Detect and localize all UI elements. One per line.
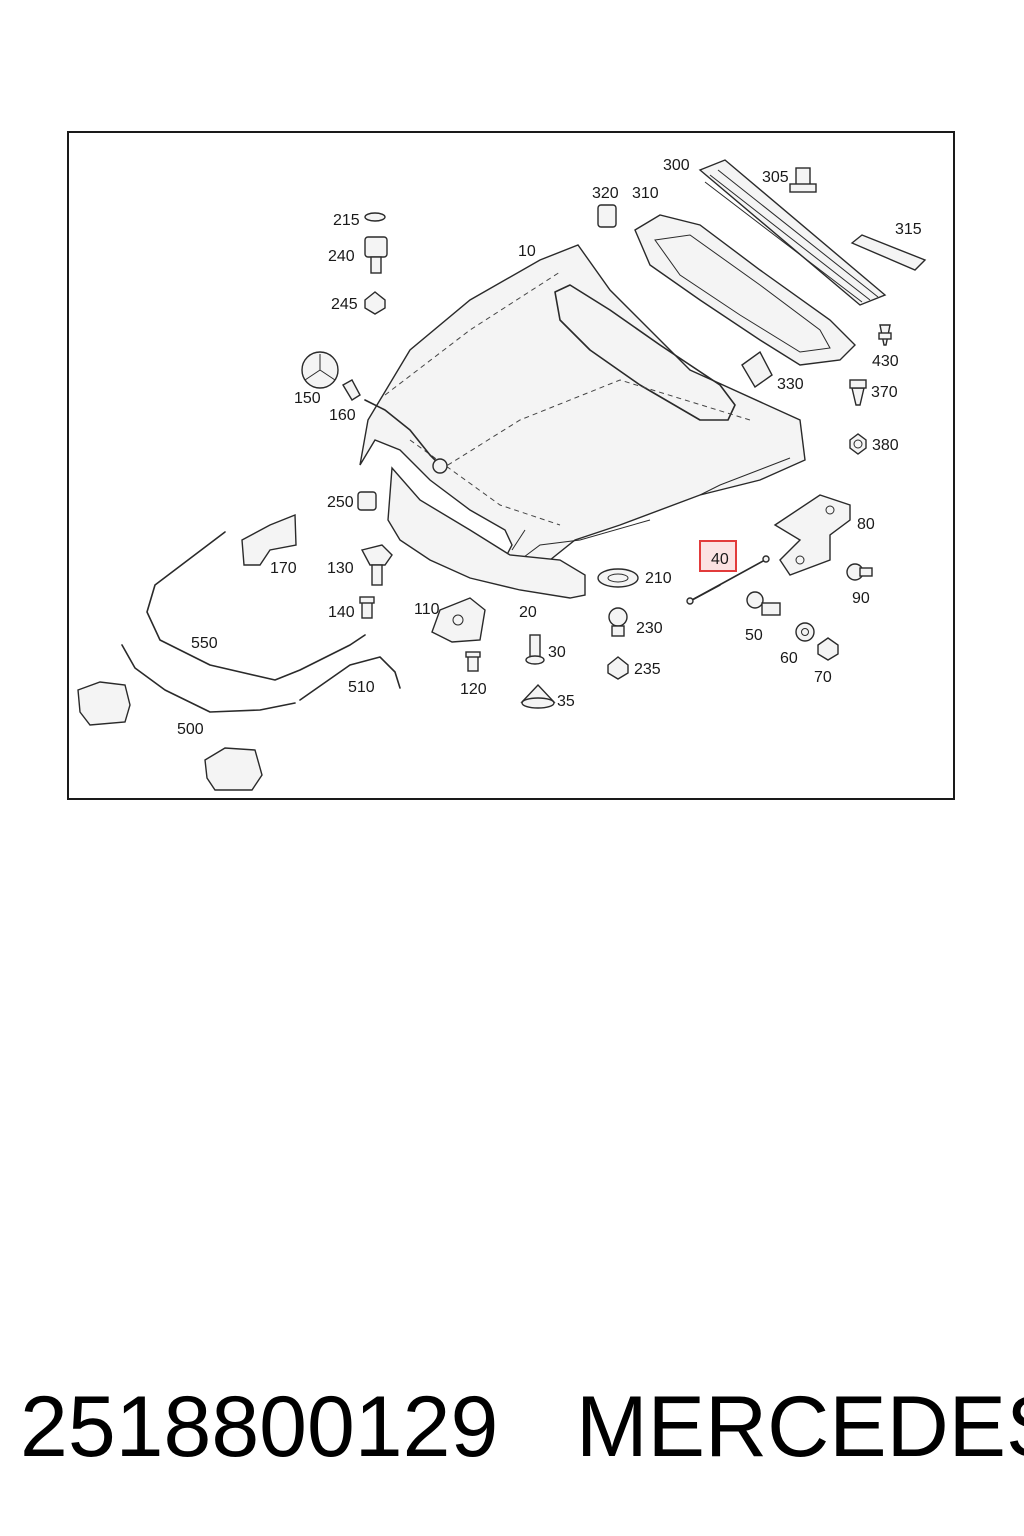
label-235[interactable]: 235 — [634, 661, 661, 678]
label-250[interactable]: 250 — [327, 494, 354, 511]
latch-part-170 — [241, 513, 297, 566]
label-240[interactable]: 240 — [328, 248, 355, 265]
bolt-part-120 — [465, 651, 481, 672]
cable-part-550 — [146, 531, 366, 681]
label-230[interactable]: 230 — [636, 620, 663, 637]
screw-part-370 — [849, 379, 867, 406]
cover-part-330 — [741, 350, 773, 389]
label-90[interactable]: 90 — [852, 590, 870, 607]
buffer-part-35 — [520, 683, 556, 709]
screw-part-430 — [878, 324, 892, 346]
footer-caption: 2518800129 MERCEDES — [0, 1372, 1024, 1482]
label-50[interactable]: 50 — [745, 627, 763, 644]
seal-part-210 — [597, 568, 639, 588]
screw-part-30 — [525, 634, 545, 665]
label-20[interactable]: 20 — [519, 604, 537, 621]
nut-part-380 — [849, 433, 867, 455]
highlight-box-40 — [699, 540, 737, 572]
part-number: 2518800129 — [20, 1379, 499, 1475]
clip-part-305 — [789, 167, 817, 193]
nut-part-70 — [817, 637, 839, 661]
label-215[interactable]: 215 — [333, 212, 360, 229]
label-70[interactable]: 70 — [814, 669, 832, 686]
label-10[interactable]: 10 — [518, 243, 536, 260]
label-380[interactable]: 380 — [872, 437, 899, 454]
nut-part-245 — [364, 291, 386, 315]
holder-part-160 — [342, 379, 361, 401]
label-245[interactable]: 245 — [331, 296, 358, 313]
connector-bottom — [204, 747, 263, 791]
label-370[interactable]: 370 — [871, 384, 898, 401]
label-300[interactable]: 300 — [663, 157, 690, 174]
buffer-part-240 — [364, 236, 388, 274]
washer-part-60 — [795, 622, 815, 642]
connector-left — [77, 681, 131, 726]
hood-part-10 — [359, 244, 806, 573]
brand-name: MERCEDES — [576, 1379, 1024, 1475]
label-40[interactable]: 40 — [711, 551, 729, 568]
buffer-part-250 — [357, 491, 377, 511]
label-30[interactable]: 30 — [548, 644, 566, 661]
label-305[interactable]: 305 — [762, 169, 789, 186]
label-170[interactable]: 170 — [270, 560, 297, 577]
bolt-part-140 — [359, 596, 375, 619]
label-315[interactable]: 315 — [895, 221, 922, 238]
nut-part-235 — [607, 656, 629, 680]
label-310[interactable]: 310 — [632, 185, 659, 202]
label-320[interactable]: 320 — [592, 185, 619, 202]
label-510[interactable]: 510 — [348, 679, 375, 696]
ball-stud-part-50 — [746, 591, 781, 616]
label-120[interactable]: 120 — [460, 681, 487, 698]
label-430[interactable]: 430 — [872, 353, 899, 370]
strip-part-315 — [850, 234, 927, 271]
label-80[interactable]: 80 — [857, 516, 875, 533]
label-550[interactable]: 550 — [191, 635, 218, 652]
frame-part-310 — [634, 214, 856, 366]
underliner-part-20 — [387, 466, 586, 599]
label-330[interactable]: 330 — [777, 376, 804, 393]
label-60[interactable]: 60 — [780, 650, 798, 667]
gas-strut-part-40 — [686, 555, 770, 605]
label-35[interactable]: 35 — [557, 693, 575, 710]
ring-part-215 — [364, 212, 386, 222]
label-150[interactable]: 150 — [294, 390, 321, 407]
lock-part-110 — [431, 597, 486, 643]
label-160[interactable]: 160 — [329, 407, 356, 424]
cap-part-320 — [597, 204, 617, 228]
label-210[interactable]: 210 — [645, 570, 672, 587]
bolt-part-90 — [846, 563, 873, 581]
lock-part-130 — [360, 544, 393, 586]
hinge-part-80 — [773, 494, 851, 576]
label-130[interactable]: 130 — [327, 560, 354, 577]
clip-part-230 — [608, 607, 628, 637]
label-500[interactable]: 500 — [177, 721, 204, 738]
cable-part-510 — [299, 656, 401, 701]
label-140[interactable]: 140 — [328, 604, 355, 621]
emblem-part-150 — [301, 351, 339, 389]
grille-part-300 — [698, 159, 887, 306]
cable-part-500 — [121, 644, 296, 713]
label-110[interactable]: 110 — [414, 601, 440, 618]
